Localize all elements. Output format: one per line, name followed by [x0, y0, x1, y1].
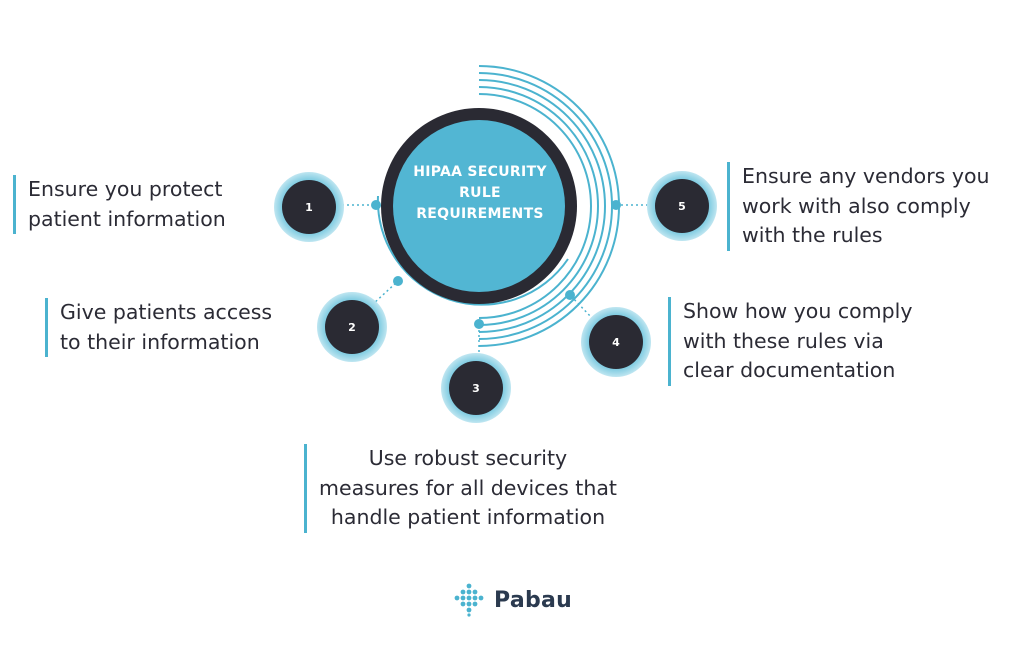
- step-text-1: Ensure you protect patient information: [13, 175, 226, 234]
- step-bubble-2: 2: [317, 292, 387, 362]
- connector-dot-1: [371, 200, 381, 210]
- brand-logo: Pabau: [452, 583, 572, 617]
- step-text-2: Give patients access to their informatio…: [45, 298, 272, 357]
- step-number-2: 2: [348, 321, 356, 334]
- connector-dot-5: [611, 200, 621, 210]
- step-number-4: 4: [612, 336, 620, 349]
- connector-dot-4: [565, 290, 575, 300]
- arc-outer-3: [478, 79, 606, 333]
- step-number-3: 3: [472, 382, 480, 395]
- step-bubble-5: 5: [647, 171, 717, 241]
- step-bubble-1: 1: [274, 172, 344, 242]
- arc-inner: [376, 195, 569, 306]
- connector-dots: [371, 200, 621, 329]
- arc-outer-5: [478, 93, 592, 319]
- connector-dot-3: [474, 319, 484, 329]
- connectors: [342, 204, 650, 357]
- step-text-4: Show how you comply with these rules via…: [668, 297, 912, 386]
- concentric-arcs: [376, 65, 620, 347]
- pabau-diamond-dots-icon: [454, 583, 484, 617]
- connector-4: [570, 295, 593, 319]
- connector-2: [371, 280, 399, 306]
- connector-dot-2: [393, 276, 403, 286]
- center-circle: [393, 120, 565, 292]
- step-number-1: 1: [305, 201, 313, 214]
- arc-outer-4: [478, 86, 599, 326]
- brand-name: Pabau: [494, 587, 573, 613]
- step-text-5: Ensure any vendors you work with also co…: [727, 162, 990, 251]
- step-bubble-3: 3: [441, 353, 511, 423]
- step-text-3: Use robust security measures for all dev…: [304, 444, 617, 533]
- center-title: HIPAA SECURITY RULE REQUIREMENTS: [413, 164, 547, 222]
- step-bubble-4: 4: [581, 307, 651, 377]
- step-number-5: 5: [678, 200, 686, 213]
